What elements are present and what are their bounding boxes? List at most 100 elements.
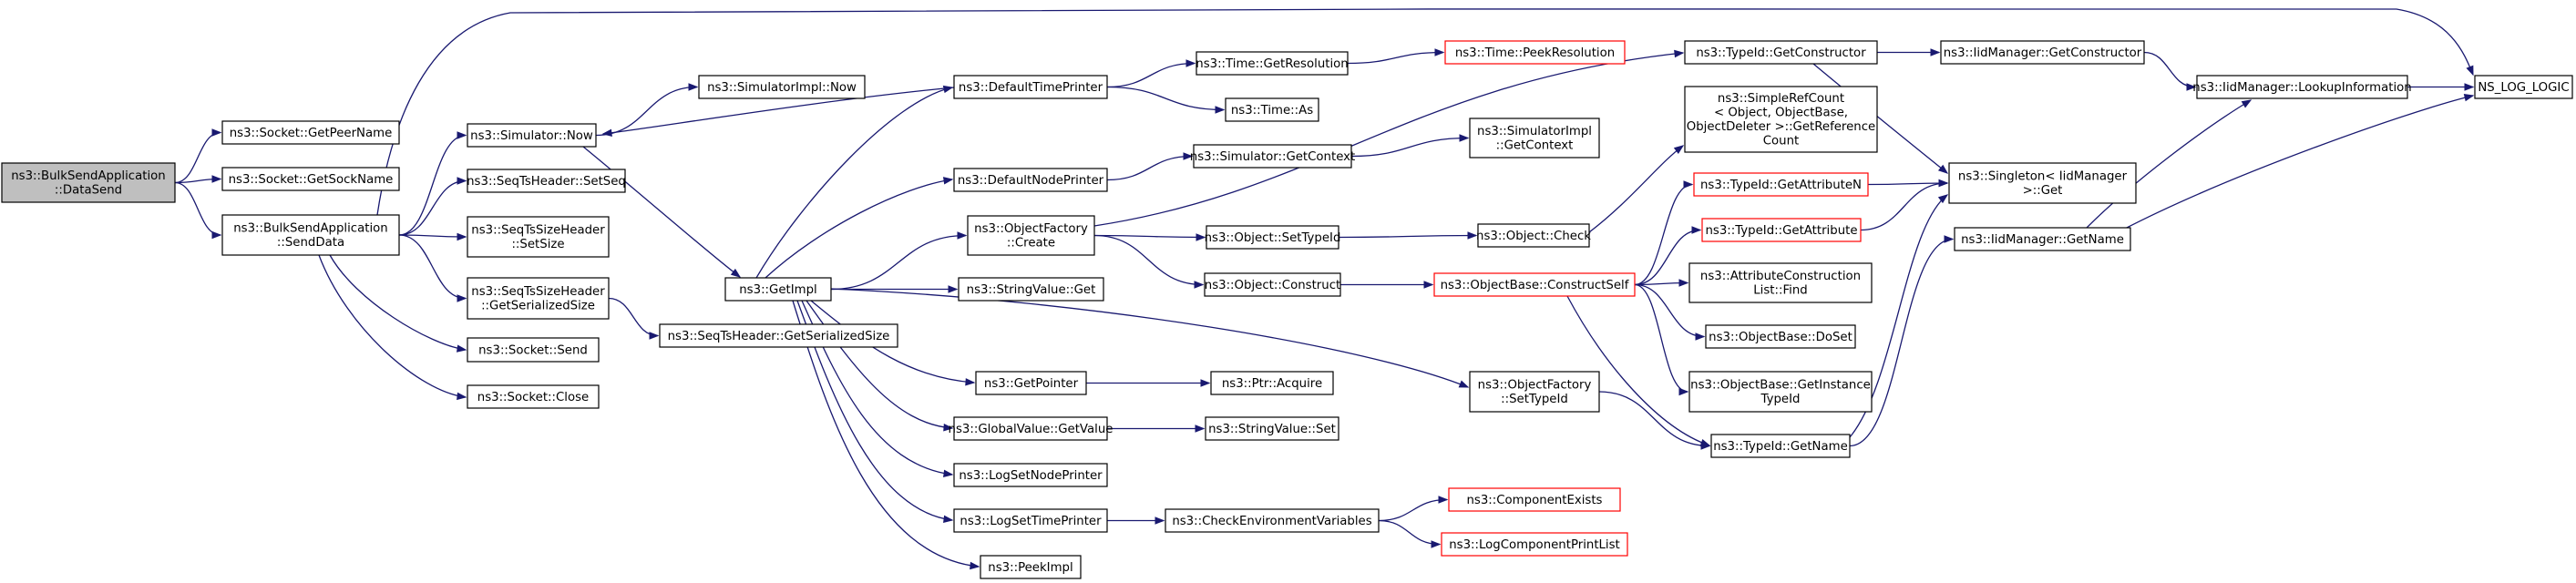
node-box: [1165, 508, 1380, 533]
node-n36[interactable]: ns3::LogComponentPrintList: [1441, 532, 1628, 557]
node-box: [1441, 532, 1628, 557]
node-n3[interactable]: ns3::BulkSendApplication::SendData: [221, 214, 400, 256]
node-n42[interactable]: ns3::ObjectBase::DoSet: [1705, 324, 1856, 349]
node-n49[interactable]: NS_LOG_LOGIC: [2474, 75, 2573, 99]
node-n23[interactable]: ns3::Time::As: [1225, 97, 1319, 122]
node-n16[interactable]: ns3::StringValue::Get: [958, 277, 1104, 302]
arrowhead: [1937, 164, 1949, 174]
node-n38[interactable]: ns3::SimpleRefCount< Object, ObjectBase,…: [1684, 86, 1878, 153]
node-n0[interactable]: ns3::BulkSendApplication::DataSend: [1, 162, 176, 203]
node-n33[interactable]: ns3::ObjectBase::ConstructSelf: [1433, 272, 1636, 297]
node-n32[interactable]: ns3::Object::Check: [1476, 223, 1591, 248]
edge-line: [792, 300, 980, 568]
node-n24[interactable]: ns3::Simulator::GetContext: [1190, 144, 1355, 169]
node-n40[interactable]: ns3::TypeId::GetAttribute: [1701, 218, 1862, 242]
node-n2[interactable]: ns3::Socket::GetSockName: [221, 167, 400, 191]
node-n39[interactable]: ns3::TypeId::GetAttributeN: [1693, 172, 1869, 197]
node-label: ns3::PeekImpl: [988, 561, 1072, 575]
arrowhead: [1459, 134, 1470, 142]
edge-n11-n18: [806, 300, 954, 432]
edge-n39-n46: [1867, 179, 1949, 188]
node-n19[interactable]: ns3::LogSetNodePrinter: [953, 463, 1108, 487]
node-n28[interactable]: ns3::StringValue::Set: [1205, 416, 1339, 441]
node-n34[interactable]: ns3::ObjectFactory::SetTypeId: [1469, 371, 1600, 413]
edge-n33-n44: [1566, 295, 1711, 446]
node-n30[interactable]: ns3::Time::PeekResolution: [1444, 40, 1626, 65]
node-n11[interactable]: ns3::GetImpl: [724, 277, 832, 302]
node-n45[interactable]: ns3::IidManager::GetConstructor: [1940, 40, 2145, 65]
node-n37[interactable]: ns3::TypeId::GetConstructor: [1684, 40, 1878, 65]
node-n5[interactable]: ns3::SeqTsHeader::SetSeq: [467, 169, 626, 193]
node-n26[interactable]: ns3::Object::Construct: [1204, 272, 1341, 297]
arrowhead: [1937, 194, 1949, 204]
arrowhead: [211, 128, 222, 137]
node-n31[interactable]: ns3::SimulatorImpl::GetContext: [1469, 118, 1600, 159]
arrowhead: [970, 561, 980, 570]
node-box: [975, 371, 1087, 395]
arrowhead: [943, 515, 954, 523]
arrowhead: [1674, 49, 1685, 58]
edge-n48-n49: [2407, 83, 2475, 91]
node-n47[interactable]: ns3::IidManager::GetName: [1954, 227, 2131, 251]
node-n6[interactable]: ns3::SeqTsSizeHeader::SetSize: [467, 216, 610, 258]
edge-line: [830, 234, 967, 291]
node-box: [1710, 434, 1851, 458]
node-n46[interactable]: ns3::Singleton< IidManager>::Get: [1948, 162, 2137, 204]
edge-line: [1634, 229, 1701, 286]
node-box: [1701, 218, 1862, 242]
node-label: ns3::TypeId::GetName: [1713, 440, 1848, 454]
node-label: ns3::LogComponentPrintList: [1449, 538, 1620, 552]
edge-line: [398, 134, 467, 236]
node-label: ns3::SimpleRefCount: [1718, 92, 1844, 106]
edge-n11-n17: [810, 300, 976, 386]
edge-line: [398, 234, 467, 238]
arrowhead: [457, 177, 467, 185]
node-n18[interactable]: ns3::GlobalValue::GetValue: [949, 416, 1114, 441]
arrowhead: [457, 131, 467, 139]
node-box: [1948, 162, 2137, 204]
node-n35[interactable]: ns3::ComponentExists: [1448, 487, 1621, 512]
arrowhead: [957, 231, 968, 240]
node-n13[interactable]: ns3::DefaultTimePrinter: [953, 75, 1108, 99]
edge-n29-n35: [1378, 496, 1449, 522]
node-n7[interactable]: ns3::SeqTsSizeHeader::GetSerializedSize: [467, 277, 610, 320]
node-n9[interactable]: ns3::Socket::Close: [467, 384, 600, 409]
node-box: [467, 123, 597, 148]
node-box: [1684, 40, 1878, 65]
node-n48[interactable]: ns3::IidManager::LookupInformation: [2192, 75, 2412, 99]
node-n14[interactable]: ns3::DefaultNodePrinter: [953, 168, 1108, 192]
edge-n17-n27: [1085, 379, 1211, 387]
arrowhead: [1930, 48, 1941, 56]
node-box: [958, 277, 1104, 302]
node-box: [467, 277, 610, 320]
node-n4[interactable]: ns3::Simulator::Now: [467, 123, 597, 148]
node-n25[interactable]: ns3::Object::SetTypeId: [1205, 225, 1341, 250]
edge-line: [602, 87, 955, 135]
node-n15[interactable]: ns3::ObjectFactory::Create: [967, 215, 1095, 256]
node-n44[interactable]: ns3::TypeId::GetName: [1710, 434, 1851, 458]
edge-n11-n14: [765, 177, 954, 279]
node-label: ns3::Socket::Send: [478, 343, 588, 357]
node-label: ns3::IidManager::LookupInformation: [2192, 81, 2411, 95]
arrowhead: [1691, 226, 1702, 234]
node-n12[interactable]: ns3::SeqTsHeader::GetSerializedSize: [659, 323, 898, 348]
node-n8[interactable]: ns3::Socket::Send: [467, 337, 600, 363]
arrowhead: [1431, 540, 1442, 548]
node-label: ns3::TypeId::GetConstructor: [1696, 46, 1866, 60]
node-n20[interactable]: ns3::LogSetTimePrinter: [953, 508, 1108, 533]
node-n1[interactable]: ns3::Socket::GetPeerName: [221, 120, 400, 145]
edge-line: [1106, 86, 1225, 111]
node-n17[interactable]: ns3::GetPointer: [975, 371, 1087, 395]
arrowhead: [730, 268, 742, 278]
node-n29[interactable]: ns3::CheckEnvironmentVariables: [1165, 508, 1380, 533]
node-n27[interactable]: ns3::Ptr::Acquire: [1210, 371, 1334, 395]
node-n22[interactable]: ns3::Time::GetResolution: [1196, 51, 1349, 76]
arrowhead: [1200, 379, 1211, 387]
edge-n24-n31: [1350, 134, 1470, 158]
edge-n15-n25: [1093, 233, 1206, 241]
edge-n3-n49: [376, 7, 2474, 216]
node-n10[interactable]: ns3::SimulatorImpl::Now: [698, 75, 866, 99]
node-n21[interactable]: ns3::PeekImpl: [980, 555, 1082, 579]
